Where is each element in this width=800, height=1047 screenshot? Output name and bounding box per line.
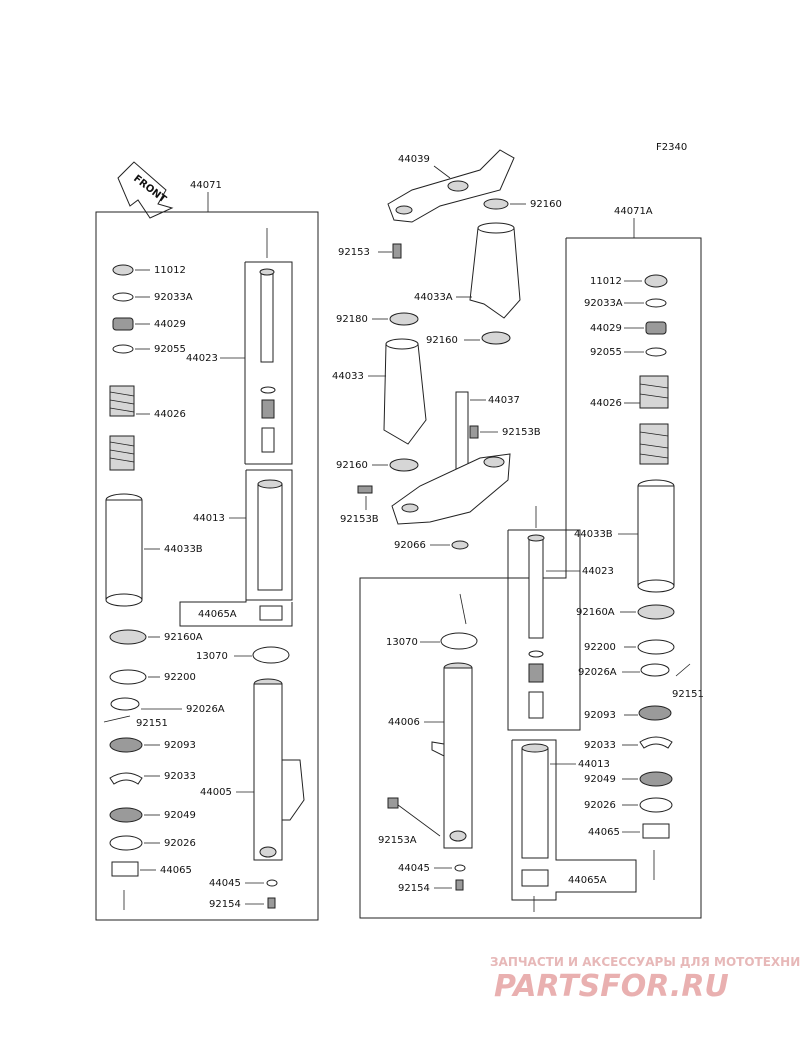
label-92055-left: 92055	[154, 344, 186, 355]
right-assembly-box	[359, 237, 702, 919]
label-44065-right: 44065	[588, 827, 620, 838]
label-44023-left: 44023	[186, 353, 218, 364]
label-44033B-left: 44033B	[164, 544, 203, 555]
label-92180: 92180	[336, 314, 368, 325]
label-92055-right: 92055	[590, 347, 622, 358]
label-92066: 92066	[394, 540, 426, 551]
label-92160-low: 92160	[336, 460, 368, 471]
label-92200-right: 92200	[584, 642, 616, 653]
label-92151-right: 92151	[672, 689, 704, 700]
label-92026-right: 92026	[584, 800, 616, 811]
fork-slider-icon-right	[443, 667, 473, 849]
label-44045-right: 44045	[398, 863, 430, 874]
label-11012-right: 11012	[590, 276, 622, 287]
label-44033: 44033	[332, 371, 364, 382]
label-11012-left: 11012	[154, 265, 186, 276]
label-44013-left: 44013	[193, 513, 225, 524]
label-92153A-right: 92153A	[378, 835, 417, 846]
label-44029-right: 44029	[590, 323, 622, 334]
label-44029-left: 44029	[154, 319, 186, 330]
label-92033A-right: 92033A	[584, 298, 623, 309]
label-92093-left: 92093	[164, 740, 196, 751]
label-92200-left: 92200	[164, 672, 196, 683]
label-44026-right: 44026	[590, 398, 622, 409]
label-92151-left: 92151	[136, 718, 168, 729]
label-44037: 44037	[488, 395, 520, 406]
right-fork-assembly: 44071A 11012 92033A 44029 92055 44026 44…	[359, 206, 704, 919]
lower-bracket-icon	[391, 453, 511, 525]
bushing-icon	[111, 861, 139, 877]
inner-tube-icon	[257, 483, 283, 591]
assembly-label-left: 44071	[190, 180, 222, 191]
label-13070-right: 13070	[386, 637, 418, 648]
label-92026A-left: 92026A	[186, 704, 225, 715]
label-92154-left: 92154	[209, 899, 241, 910]
fork-cover-icon	[469, 227, 521, 319]
front-arrow-icon: FRONT	[117, 161, 174, 219]
diagram-code: F2340	[656, 142, 687, 153]
label-92160A-left: 92160A	[164, 632, 203, 643]
label-92026A-right: 92026A	[578, 667, 617, 678]
label-92049-left: 92049	[164, 810, 196, 821]
label-92153B-a: 92153B	[502, 427, 541, 438]
label-44065-left: 44065	[160, 865, 192, 876]
assembly-label-right: 44071A	[614, 206, 653, 217]
left-assembly-box	[95, 211, 319, 921]
label-44026-left: 44026	[154, 409, 186, 420]
axle-bolt-icon	[393, 801, 441, 837]
label-44005-left: 44005	[200, 787, 232, 798]
label-44006-right: 44006	[388, 717, 420, 728]
cap-icon	[112, 264, 134, 276]
label-92153: 92153	[338, 247, 370, 258]
watermark-logo: PARTSFOR.RU	[494, 969, 729, 1004]
bolt-icon	[392, 243, 402, 259]
label-13070-left: 13070	[196, 651, 228, 662]
watermark-tagline: ЗАПЧАСТИ И АКСЕССУАРЫ ДЛЯ МОТОТЕХНИКИ	[490, 955, 800, 969]
label-44045-left: 44045	[209, 878, 241, 889]
label-44065A-right: 44065A	[568, 875, 607, 886]
center-steering-assembly: 44039 92160 92153 44033A 92180 92160 440…	[332, 149, 562, 551]
label-44065A-left: 44065A	[198, 609, 237, 620]
label-92033A-left: 92033A	[154, 292, 193, 303]
label-44033A: 44033A	[414, 292, 453, 303]
label-92033-right: 92033	[584, 740, 616, 751]
label-92154-right: 92154	[398, 883, 430, 894]
label-44033B-right: 44033B	[574, 529, 613, 540]
fork-cover-icon-2	[383, 343, 427, 445]
label-92160-mid: 92160	[426, 335, 458, 346]
label-44039: 44039	[398, 154, 430, 165]
label-44013-right: 44013	[578, 759, 610, 770]
damper-rod-icon	[260, 271, 274, 363]
label-92153B-b: 92153B	[340, 514, 379, 525]
screw-icon	[103, 715, 131, 723]
label-92033-left: 92033	[164, 771, 196, 782]
seal-icon	[112, 317, 134, 331]
label-92160-top: 92160	[530, 199, 562, 210]
left-fork-assembly: 44071 11012 92033A 44029 92055 44026	[95, 180, 319, 921]
label-92026-left: 92026	[164, 838, 196, 849]
label-92049-right: 92049	[584, 774, 616, 785]
label-92160A-right: 92160A	[576, 607, 615, 618]
label-92093-right: 92093	[584, 710, 616, 721]
spring-icon	[109, 385, 135, 471]
fork-slider-icon	[253, 678, 305, 861]
outer-tube-icon	[105, 499, 143, 601]
label-44023-right: 44023	[582, 566, 614, 577]
